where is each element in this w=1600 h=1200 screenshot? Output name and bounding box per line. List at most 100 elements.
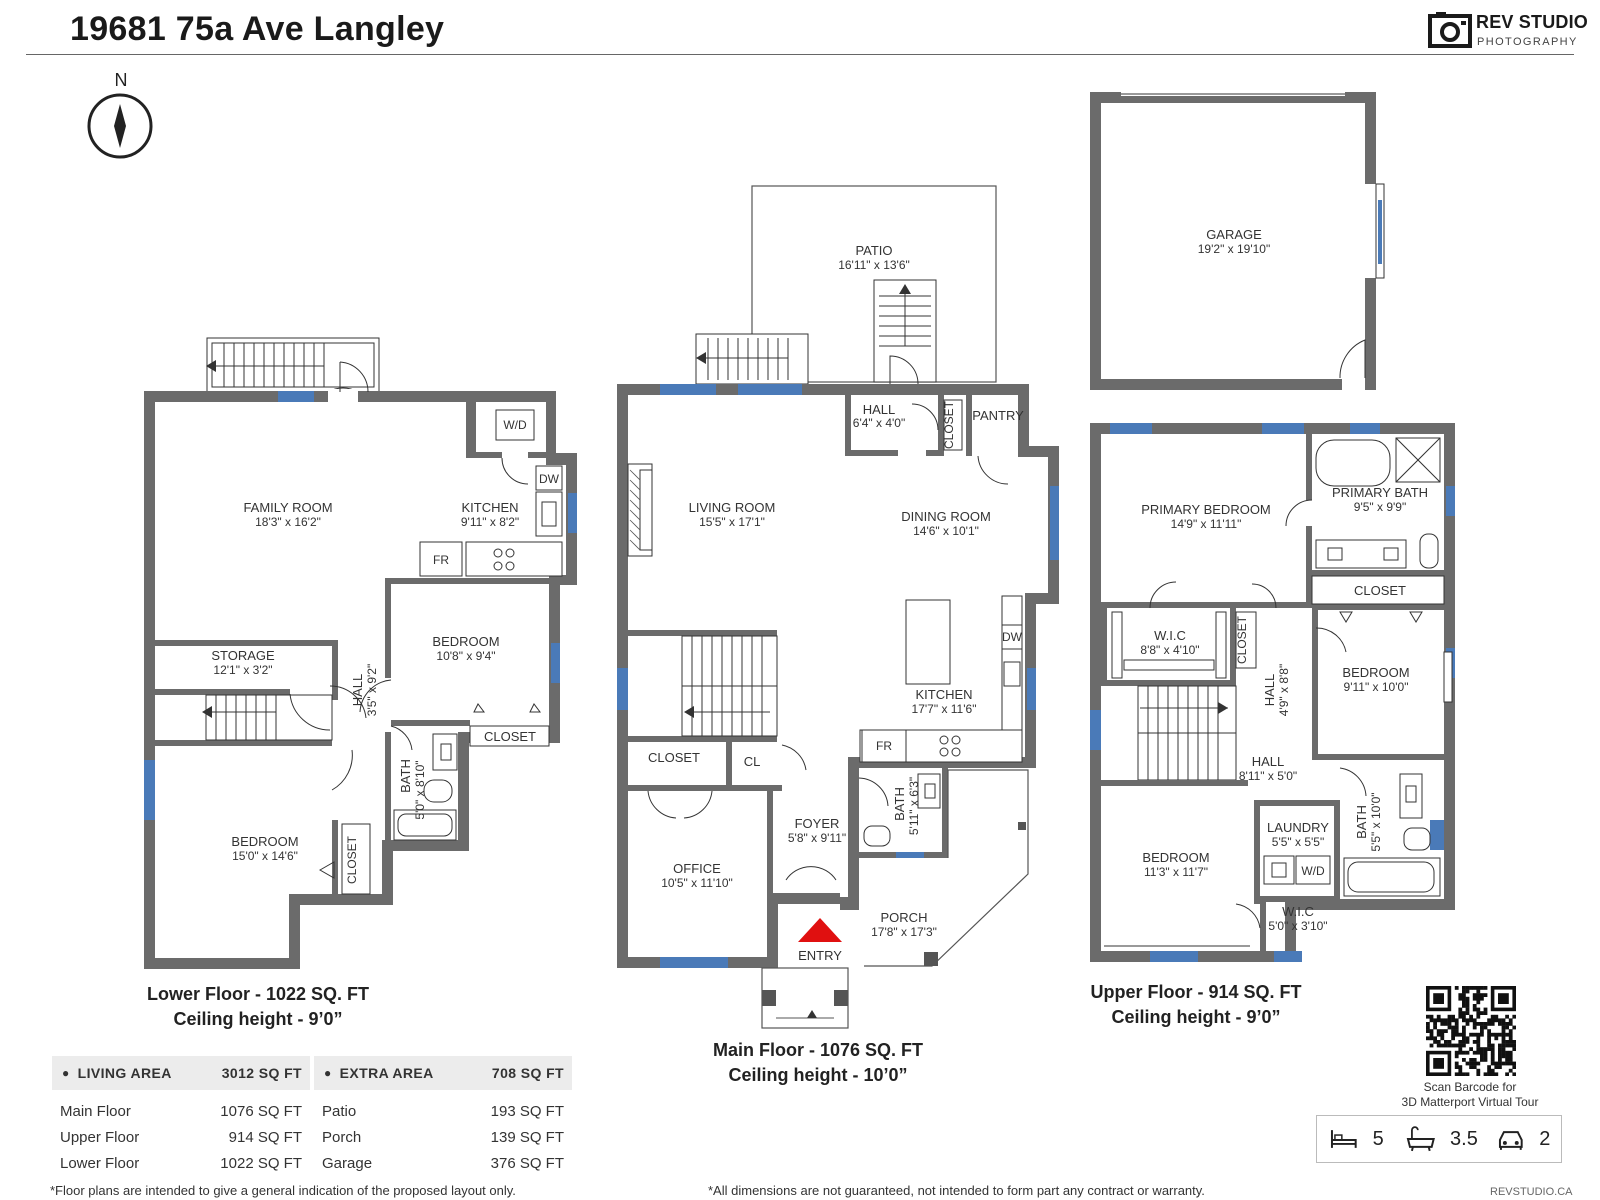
main-dining-room-name: DINING ROOM [901, 509, 991, 524]
lower-storage-dim: 12'1" x 3'2" [213, 663, 272, 677]
lower-storage-name: STORAGE [211, 648, 275, 663]
upper-floor-area: Upper Floor - 914 SQ. FT [1090, 982, 1302, 1002]
bed-icon [1330, 1130, 1357, 1148]
lower-hall-name: HALL [350, 674, 365, 707]
upper-bedroom-2-name: BEDROOM [1142, 850, 1209, 865]
row-value: 1022 SQ FT [220, 1154, 302, 1172]
upper-floor-ceiling: Ceiling height - 9’0” [1111, 1007, 1281, 1027]
row-label: Main Floor [60, 1102, 131, 1120]
upper-primary-bedroom-name: PRIMARY BEDROOM [1141, 502, 1271, 517]
main-floor-plan: PATIO 16'11" x 13'6" [617, 185, 1059, 1029]
living-area-label: LIVING AREA [77, 1065, 172, 1081]
disclaimer-right: *All dimensions are not guaranteed, not … [708, 1183, 1205, 1198]
lower-dw-label: DW [539, 472, 560, 486]
lower-floor-ceiling: Ceiling height - 9’0” [173, 1009, 343, 1029]
upper-hall-1-name: HALL [1262, 674, 1277, 707]
lower-floor-plan: W/D DW FR [144, 337, 577, 969]
lower-bath-dim: 5'0" x 8'10" [413, 760, 427, 819]
table-row: Patio 193 SQ FT [314, 1098, 572, 1124]
living-area-header: ● LIVING AREA 3012 SQ FT [52, 1056, 310, 1090]
upper-hall-2-dim: 8'11" x 5'0" [1239, 769, 1297, 783]
main-dining-room-dim: 14'6" x 10'1" [913, 524, 979, 538]
main-bath-name: BATH [892, 787, 907, 821]
entry-marker-icon [798, 918, 842, 942]
main-entry-label: ENTRY [798, 948, 842, 963]
upper-primary-bedroom-dim: 14'9" x 11'11" [1171, 517, 1242, 531]
bathtub-icon [1407, 1126, 1436, 1152]
upper-hall-2-name: HALL [1252, 754, 1285, 769]
garage-count: 2 [1539, 1127, 1551, 1150]
main-cl-label: CL [744, 754, 761, 769]
main-pantry-label: PANTRY [972, 408, 1024, 423]
north-arrow-icon [114, 104, 126, 148]
upper-wic-2-name: W.I.C [1282, 904, 1314, 919]
compass-north-label: N [115, 70, 128, 90]
main-office-dim: 10'5" x 11'10" [661, 876, 733, 890]
main-closet-label: CLOSET [648, 750, 700, 765]
main-hall-dim: 6'4" x 4'0" [853, 416, 905, 430]
lower-bedroom-1-name: BEDROOM [432, 634, 499, 649]
disclaimer-left: *Floor plans are intended to give a gene… [50, 1183, 516, 1198]
baths-count: 3.5 [1450, 1127, 1478, 1150]
lower-wd-label: W/D [503, 418, 527, 432]
upper-wic-2-dim: 5'0" x 3'10" [1268, 919, 1327, 933]
upper-bath-dim: 5'5" x 10'0" [1369, 792, 1383, 851]
row-label: Garage [322, 1154, 373, 1172]
garage-dim: 19'2" x 19'10" [1198, 242, 1271, 256]
brand-name: REV STUDIO [1476, 12, 1589, 32]
upper-bedroom-2-dim: 11'3" x 11'7" [1144, 865, 1208, 879]
qr-code[interactable] [1426, 986, 1516, 1076]
lower-floor-caption: Lower Floor - 1022 SQ. FT Ceiling height… [98, 982, 418, 1032]
header-divider [26, 54, 1574, 55]
row-label: Patio [322, 1102, 357, 1120]
row-label: Lower Floor [60, 1154, 140, 1172]
upper-wic-1-dim: 8'8" x 4'10" [1140, 643, 1199, 657]
lower-fr-label: FR [433, 553, 449, 567]
main-porch-dim: 17'8" x 17'3" [871, 925, 937, 939]
upper-closet-small-label: CLOSET [1235, 615, 1249, 664]
main-foyer-dim: 5'8" x 9'11" [788, 831, 846, 845]
upper-laundry-name: LAUNDRY [1267, 820, 1329, 835]
main-kitchen-dim: 17'7" x 11'6" [912, 702, 977, 716]
qr-caption: Scan Barcode for 3D Matterport Virtual T… [1380, 1080, 1560, 1110]
main-office-name: OFFICE [673, 861, 721, 876]
lower-closet-2-label: CLOSET [345, 835, 359, 884]
main-floor-ceiling: Ceiling height - 10’0” [728, 1065, 908, 1085]
extra-area-label: EXTRA AREA [339, 1065, 434, 1081]
main-patio-dim: 16'11" x 13'6" [838, 258, 910, 272]
main-bath-dim: 5'11" x 6'3" [907, 777, 921, 835]
bullet-icon: ● [324, 1066, 332, 1080]
row-label: Porch [322, 1128, 362, 1146]
upper-primary-bath-dim: 9'5" x 9'9" [1354, 500, 1406, 514]
brand-logo: REV STUDIO PHOTOGRAPHY [1428, 8, 1588, 50]
row-value: 1076 SQ FT [220, 1102, 302, 1120]
main-dw-label: DW [1002, 630, 1023, 644]
lower-bedroom-2-dim: 15'0" x 14'6" [232, 849, 298, 863]
lower-bedroom-2-name: BEDROOM [231, 834, 298, 849]
lower-floor-area: Lower Floor - 1022 SQ. FT [146, 984, 370, 1004]
qr-caption-line2: 3D Matterport Virtual Tour [1401, 1095, 1539, 1109]
website-link[interactable]: REVSTUDIO.CA [1490, 1186, 1573, 1198]
main-patio-name: PATIO [855, 243, 892, 258]
lower-family-room-dim: 18'3" x 16'2" [255, 515, 321, 529]
main-living-room-dim: 15'5" x 17'1" [699, 515, 765, 529]
living-area-total: 3012 SQ FT [221, 1065, 302, 1081]
main-floor-caption: Main Floor - 1076 SQ. FT Ceiling height … [658, 1038, 978, 1088]
extra-area-total: 708 SQ FT [491, 1065, 564, 1081]
car-icon [1498, 1131, 1523, 1150]
main-fr-label: FR [876, 739, 892, 753]
upper-laundry-dim: 5'5" x 5'5" [1272, 835, 1324, 849]
upper-floor-caption: Upper Floor - 914 SQ. FT Ceiling height … [1036, 980, 1356, 1030]
garage-name: GARAGE [1206, 227, 1262, 242]
table-row: Garage 376 SQ FT [314, 1150, 572, 1176]
upper-wic-1-name: W.I.C [1154, 628, 1186, 643]
main-kitchen-name: KITCHEN [915, 687, 972, 702]
upper-hall-1-dim: 4'9" x 8'8" [1277, 664, 1291, 716]
upper-bedroom-1-dim: 9'11" x 10'0" [1344, 680, 1409, 694]
main-porch-name: PORCH [881, 910, 928, 925]
table-row: Porch 139 SQ FT [314, 1124, 572, 1150]
camera-icon [1428, 12, 1472, 48]
extra-area-header: ● EXTRA AREA 708 SQ FT [314, 1056, 572, 1090]
table-row: Lower Floor 1022 SQ FT [52, 1150, 310, 1176]
bullet-icon: ● [62, 1066, 70, 1080]
